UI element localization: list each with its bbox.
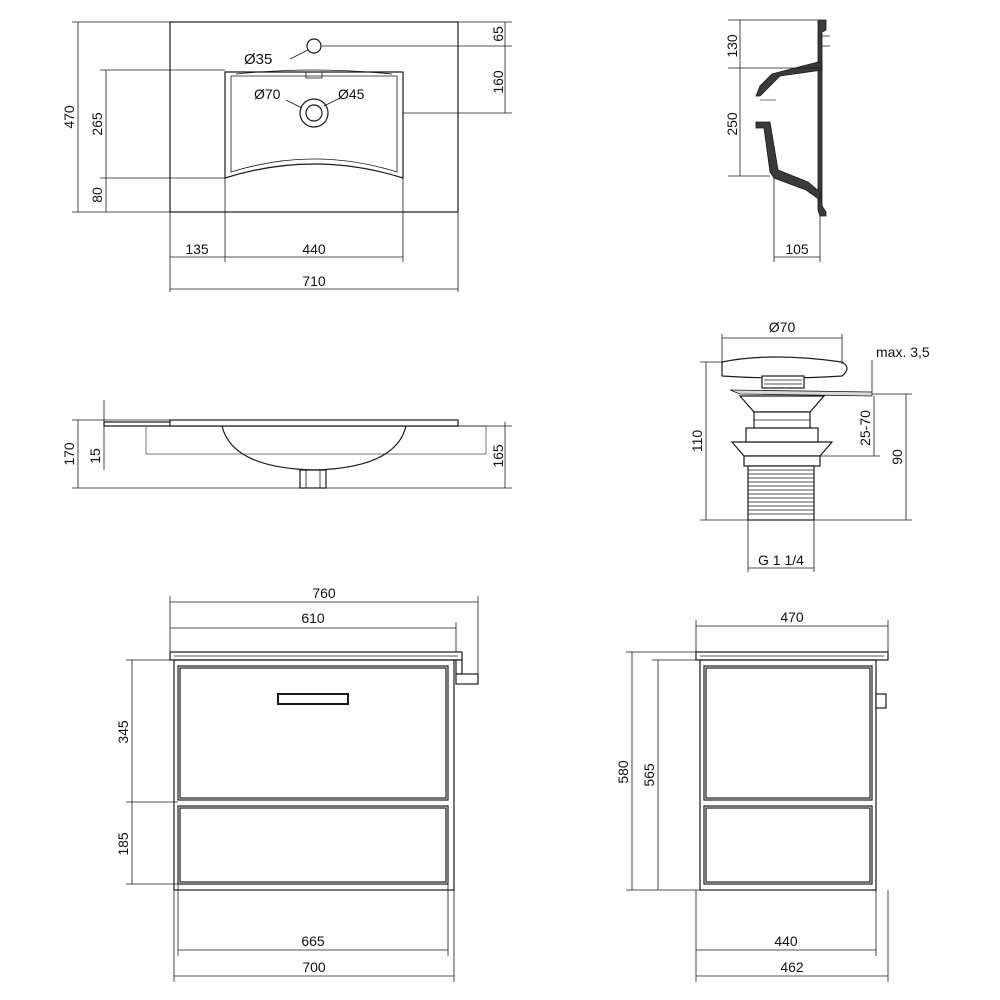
bowl-outline (224, 71, 404, 179)
cabinet-side-view: 470 580 565 440 462 (615, 609, 889, 982)
basin-side-section: 130 250 105 (724, 19, 830, 262)
drain-inner-circle (305, 104, 323, 122)
cap-stem (761, 375, 805, 389)
label-rear-to-tap: 65 (490, 26, 506, 42)
label-inner-bottom-width: 665 (301, 933, 325, 949)
label-drain-outer-diameter: Ø70 (254, 86, 281, 102)
side-drawer-inner (705, 667, 871, 799)
label-bowl-width: 440 (302, 241, 326, 257)
label-side-total-depth: 462 (780, 959, 804, 975)
label-shelf-height: 185 (115, 832, 131, 856)
basin-front-section: 170 15 165 (61, 400, 512, 489)
back-wall-section (817, 19, 827, 217)
label-front-total-height: 170 (61, 442, 77, 466)
drain-washer (745, 427, 819, 443)
label-side-drain-offset: 105 (785, 241, 809, 257)
label-fitting-height: 110 (689, 430, 705, 453)
label-total-bottom-width: 700 (302, 959, 326, 975)
label-side-offset: 135 (185, 241, 209, 257)
label-drawer-height: 345 (115, 720, 131, 744)
label-max-thickness: max. 3,5 (876, 344, 930, 360)
cabinet-front-view: 760 610 345 185 665 700 (115, 585, 479, 982)
drawer-handle (277, 693, 349, 705)
side-shelf-inner (705, 807, 871, 883)
upper-slope-section (755, 61, 823, 97)
label-tap-hole-diameter: Ø35 (244, 51, 272, 68)
side-drawer-handle (875, 693, 887, 709)
drain-thread-body (747, 465, 815, 521)
tap-hole (306, 38, 322, 54)
label-cabinet-inner-width: 610 (301, 610, 325, 626)
label-thread-size: G 1 1/4 (758, 552, 804, 568)
drawer-front-inner (179, 667, 447, 799)
drain-cap (721, 356, 848, 379)
basin-top-view: Ø35 Ø70 Ø45 65 160 470 265 80 135 440 71… (61, 21, 512, 292)
drain-stub (299, 469, 327, 489)
label-front-margin: 80 (89, 187, 105, 203)
label-side-top-depth: 470 (780, 609, 804, 625)
label-side-bowl-height: 250 (724, 112, 740, 136)
bowl-curve (221, 425, 407, 471)
label-bowl-depth: 265 (89, 112, 105, 136)
label-rim-thickness: 15 (87, 448, 103, 464)
basin-outline (169, 21, 459, 213)
open-shelf (177, 805, 449, 885)
drain-nut (730, 441, 834, 457)
side-carcass (699, 659, 877, 891)
label-tap-to-drain: 160 (490, 70, 506, 94)
drain-outer-circle (299, 98, 329, 128)
drain-upper-body (738, 395, 826, 413)
bowl-inner-line (230, 75, 398, 173)
label-clamp-range: 25-70 (857, 410, 873, 446)
cabinet-carcass (173, 659, 455, 891)
label-side-inner-depth: 440 (774, 933, 798, 949)
open-shelf-inner (179, 807, 447, 883)
label-rim-to-bottom: 165 (490, 444, 506, 468)
cabinet-outline-behind (145, 425, 487, 455)
label-side-body-height: 565 (641, 763, 657, 787)
side-shelf (703, 805, 873, 885)
overflow-slot (305, 71, 323, 79)
label-total-width: 710 (302, 273, 326, 289)
label-side-top: 130 (724, 34, 740, 58)
bowl-rim-curve (235, 69, 393, 75)
drain-fitting: Ø70 max. 3,5 110 25-70 90 G 1 1/4 (689, 319, 930, 572)
bowl-section (755, 121, 821, 201)
label-cap-diameter: Ø70 (769, 319, 796, 335)
thread-lines (748, 469, 814, 515)
countertop-edge (455, 659, 463, 675)
label-drain-inner-diameter: Ø45 (338, 86, 365, 102)
rim-slab (169, 419, 459, 427)
label-body-height: 90 (889, 449, 905, 465)
label-total-depth: 470 (61, 105, 77, 129)
drain-lock (743, 455, 821, 467)
drain-flange (729, 389, 873, 397)
drawer-front (177, 665, 449, 801)
side-drain-pipe (455, 673, 479, 685)
side-drawer (703, 665, 873, 801)
label-cabinet-top-width: 760 (312, 585, 336, 601)
label-side-total-height: 580 (615, 760, 631, 784)
